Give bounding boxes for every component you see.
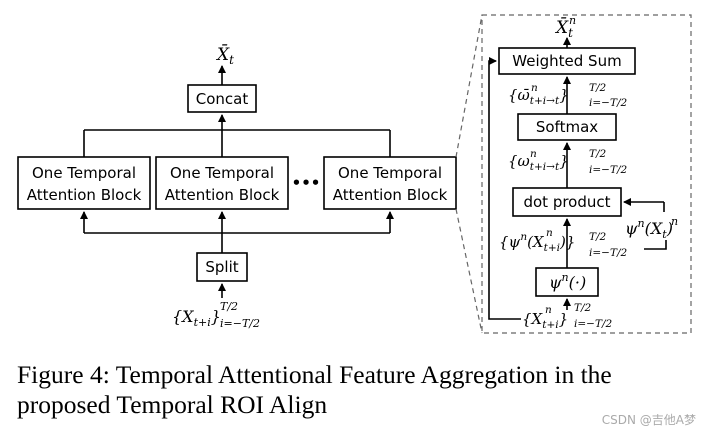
left-output-label: X̄t	[215, 43, 234, 67]
omega-range-sup: T/2	[589, 148, 607, 160]
weighted-sum-box	[498, 47, 636, 75]
psi-set-label: {ψn(Xt+i)}	[499, 231, 575, 254]
right-input-range-sup: T/2	[574, 302, 592, 314]
attention-block-1-line1: One Temporal	[32, 164, 136, 182]
concat-label: Concat	[196, 90, 249, 108]
dot-product-label: dot product	[523, 193, 610, 211]
psi-set-side-branch	[644, 240, 667, 250]
omega-bar-label: {ω̄t+i→t}	[508, 86, 569, 107]
temporal-attention-diagram: X̄t Concat One Temporal Attention Block …	[17, 14, 692, 334]
left-input-sup: T/2	[220, 300, 238, 313]
right-output-sup: n	[569, 14, 576, 27]
attention-block-2-line2: Attention Block	[165, 186, 280, 204]
attention-block-3	[323, 156, 457, 210]
omega-sup: n	[530, 148, 537, 160]
psi-xt-label: ψn(Xt)	[625, 217, 673, 241]
detail-panel: X̄t n Weighted Sum {ω̄t+i→t} n T/2 i=−T/…	[481, 14, 692, 334]
concat-box	[187, 84, 257, 113]
psi-set-arg-sup: n	[546, 227, 553, 239]
split-label: Split	[205, 258, 238, 276]
watermark: CSDN @吉他A梦	[601, 413, 696, 427]
right-input-sup: n	[545, 304, 552, 316]
attention-block-1-line2: Attention Block	[27, 186, 142, 204]
figure-caption: Figure 4: Temporal Attentional Feature A…	[17, 360, 612, 419]
dot-product-box	[512, 187, 622, 217]
omega-range-sub: i=−T/2	[589, 164, 627, 176]
omega-bar-range-sup: T/2	[589, 82, 607, 94]
right-output-label: X̄t	[554, 16, 573, 40]
softmax-box	[517, 113, 617, 141]
left-input-label: {Xt+i}	[172, 307, 221, 329]
attention-block-3-line2: Attention Block	[333, 186, 448, 204]
zoom-line-top	[455, 14, 483, 158]
softmax-label: Softmax	[536, 118, 598, 136]
weighted-sum-label: Weighted Sum	[512, 52, 621, 70]
split-box	[196, 252, 248, 282]
right-input-label: {Xt+i}	[522, 310, 568, 331]
psi-xt-arg-sup: n	[671, 215, 678, 228]
attention-block-1	[17, 156, 151, 210]
attention-block-3-line1: One Temporal	[338, 164, 442, 182]
detail-dashed-frame	[481, 14, 692, 334]
attention-block-2-line1: One Temporal	[170, 164, 274, 182]
right-input-range-sub: i=−T/2	[574, 318, 612, 330]
left-input-range: i=−T/2	[220, 317, 260, 330]
psi-function-label: ψn(·)	[549, 271, 586, 292]
omega-bar-range-sub: i=−T/2	[589, 97, 627, 109]
psi-function-box	[535, 267, 599, 297]
ellipsis: •••	[292, 174, 321, 192]
omega-bar-sup: n	[531, 82, 538, 94]
psi-set-range-sub: i=−T/2	[589, 247, 627, 259]
omega-label: {ωt+i→t}	[508, 152, 569, 173]
attention-block-2	[155, 156, 289, 210]
left-overview: X̄t Concat One Temporal Attention Block …	[17, 43, 457, 330]
skip-connection-arrow	[488, 57, 521, 320]
psi-set-range-sup: T/2	[589, 231, 607, 243]
zoom-line-bottom	[455, 208, 483, 334]
